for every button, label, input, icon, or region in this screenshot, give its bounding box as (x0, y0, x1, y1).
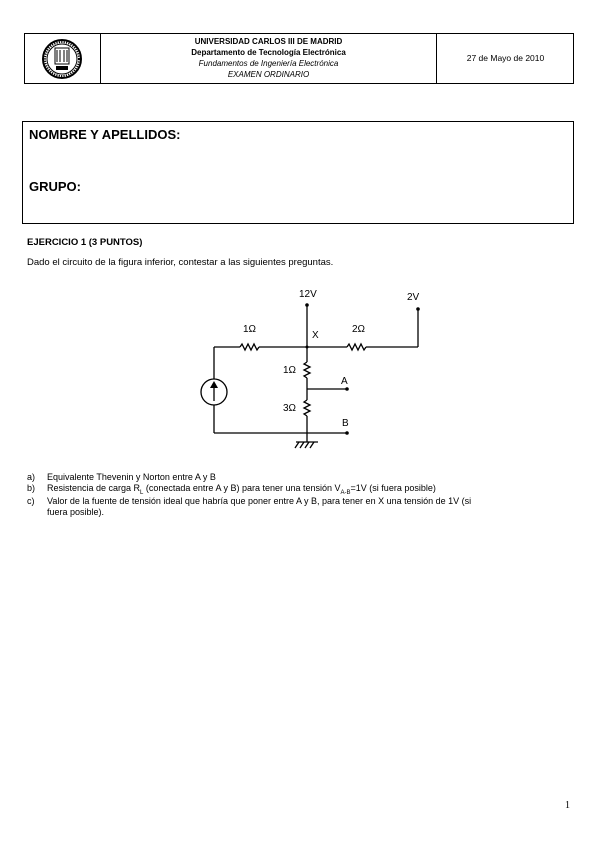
exercise-intro: Dado el circuito de la figura inferior, … (27, 257, 334, 268)
name-label: NOMBRE Y APELLIDOS: (29, 127, 181, 142)
resistor-2ohm-right (346, 342, 367, 352)
label-r-right: 2Ω (352, 324, 366, 335)
label-r-top: 1Ω (283, 365, 297, 376)
question-letter: b) (27, 483, 36, 493)
resistor-3ohm-vertical (302, 399, 312, 417)
label-terminal-a: A (341, 376, 348, 387)
subscript-l: L (140, 489, 144, 496)
label-12v: 12V (299, 289, 317, 300)
course-name: Fundamentos de Ingeniería Electrónica (198, 59, 339, 68)
label-node-x: X (312, 330, 319, 341)
question-text-post: =1V (si fuera posible) (350, 483, 436, 493)
resistor-1ohm-left (239, 342, 260, 352)
group-label: GRUPO: (29, 179, 81, 194)
exam-type: EXAMEN ORDINARIO (227, 70, 310, 79)
label-terminal-b: B (342, 418, 349, 429)
current-source-1a (200, 378, 228, 406)
question-text-pre: Resistencia de carga R (47, 483, 141, 493)
exam-date: 27 de Mayo de 2010 (466, 53, 545, 63)
question-text-line1: Valor de la fuente de tensión ideal que … (47, 496, 472, 506)
question-letter: a) (27, 472, 36, 482)
university-seal-logo (42, 39, 82, 79)
page-number: 1 (565, 800, 570, 811)
exercise-title: EJERCICIO 1 (3 PUNTOS) (27, 237, 143, 248)
question-text-mid: (conectada entre A y B) para tener una t… (143, 483, 341, 493)
label-r-left: 1Ω (243, 324, 257, 335)
student-info-box[interactable]: NOMBRE Y APELLIDOS: GRUPO: (22, 121, 574, 224)
department-name: Departamento de Tecnología Electrónica (191, 48, 346, 57)
resistor-1ohm-vertical (302, 361, 312, 379)
label-r-bottom: 3Ω (283, 403, 297, 414)
circuit-diagram: 12V 2V X 1Ω 2Ω 1Ω 3Ω 1A A B (200, 289, 420, 449)
question-text-line2: fuera posible). (47, 507, 105, 517)
label-2v: 2V (407, 292, 420, 303)
question-text: Equivalente Thevenin y Norton entre A y … (47, 472, 216, 482)
university-name: UNIVERSIDAD CARLOS III DE MADRID (194, 37, 343, 46)
question-letter: c) (27, 496, 35, 506)
subscript-ab: A-B (340, 489, 351, 496)
header-table: UNIVERSIDAD CARLOS III DE MADRID Departa… (24, 33, 574, 84)
